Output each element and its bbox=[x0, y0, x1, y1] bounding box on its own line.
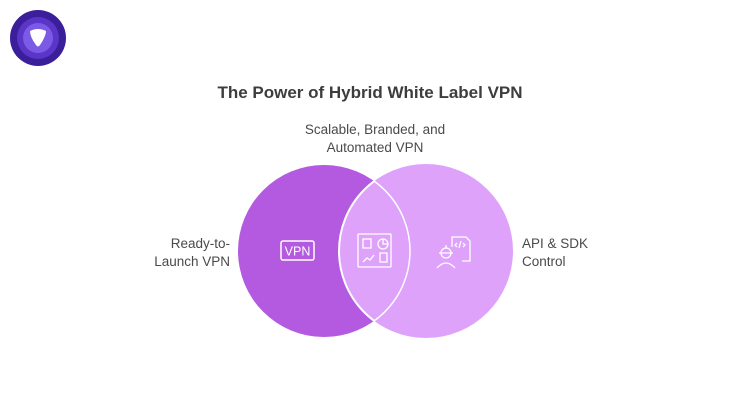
right-set-label: API & SDK Control bbox=[522, 235, 642, 271]
left-set-label-line1: Ready-to- bbox=[170, 236, 230, 251]
dashboard-icon bbox=[357, 233, 392, 268]
intersection-label-line1: Scalable, Branded, and bbox=[304, 122, 446, 137]
logo-icon bbox=[10, 10, 66, 66]
vpn-badge-text: VPN bbox=[285, 245, 311, 259]
intersection-label: Scalable, Branded, and Automated VPN bbox=[270, 121, 480, 157]
intersection-label-line2: Automated VPN bbox=[326, 140, 424, 155]
vpn-icon: VPN bbox=[280, 240, 315, 261]
intersection-region bbox=[338, 165, 410, 337]
developer-icon bbox=[436, 236, 471, 269]
right-set-label-line2: Control bbox=[522, 254, 566, 269]
left-set-label-line2: Launch VPN bbox=[154, 254, 230, 269]
left-set-label: Ready-to- Launch VPN bbox=[120, 235, 230, 271]
diagram-title: The Power of Hybrid White Label VPN bbox=[217, 83, 523, 102]
right-set-label-line1: API & SDK bbox=[522, 236, 589, 251]
